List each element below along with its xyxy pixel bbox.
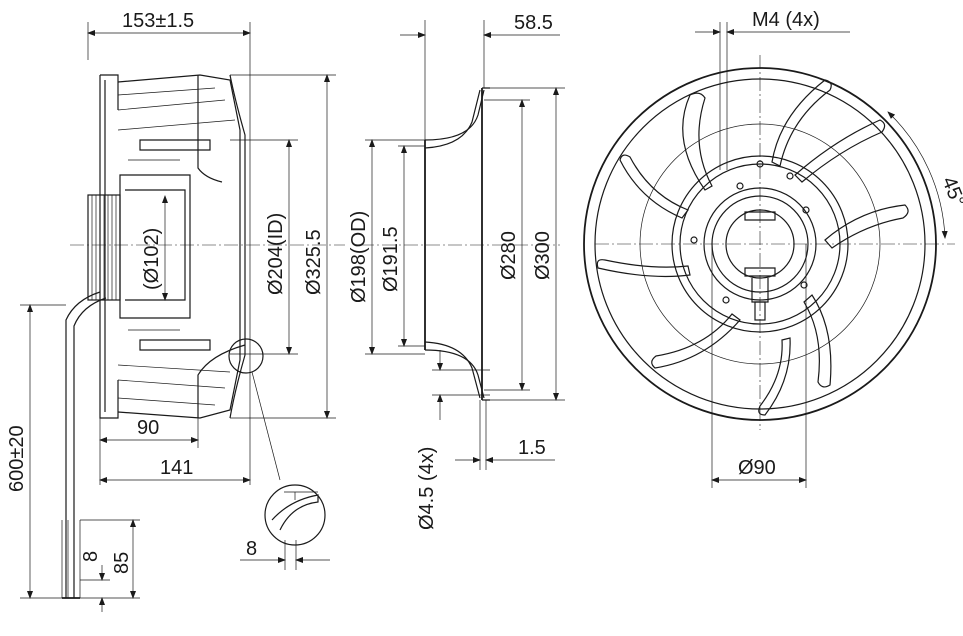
impeller-blades — [596, 79, 909, 416]
dim-flange-thk: 1.5 — [518, 437, 546, 459]
dim-inlet-id: Ø204(ID) — [265, 213, 287, 295]
inlet-ring-view — [360, 20, 565, 470]
dim-outer-dia: Ø325.5 — [303, 229, 325, 295]
side-view — [20, 22, 345, 612]
dim-ring-od: Ø198(OD) — [348, 211, 370, 303]
dim-ring-300: Ø300 — [532, 231, 554, 280]
dim-threads: M4 (4x) — [752, 9, 820, 31]
dim-ring-191: Ø191.5 — [380, 226, 402, 292]
dim-bolt-circle: Ø90 — [738, 457, 776, 479]
dim-depth-90: 90 — [137, 417, 159, 439]
dim-ring-depth: 58.5 — [514, 12, 553, 34]
mounting-holes — [690, 160, 810, 304]
dim-strip-85: 85 — [111, 552, 133, 574]
dim-ring-280: Ø280 — [498, 231, 520, 280]
front-view — [583, 22, 955, 488]
dim-side-width: 153±1.5 — [122, 10, 194, 32]
dim-depth-141: 141 — [160, 457, 193, 479]
dim-hub-dia: (Ø102) — [141, 228, 163, 290]
dim-cable-length: 600±20 — [6, 425, 28, 492]
dim-holes: Ø4.5 (4x) — [416, 447, 438, 530]
dim-angle: 45° — [937, 174, 963, 210]
dim-detail-8: 8 — [246, 538, 257, 560]
dim-strip-8: 8 — [80, 551, 102, 562]
